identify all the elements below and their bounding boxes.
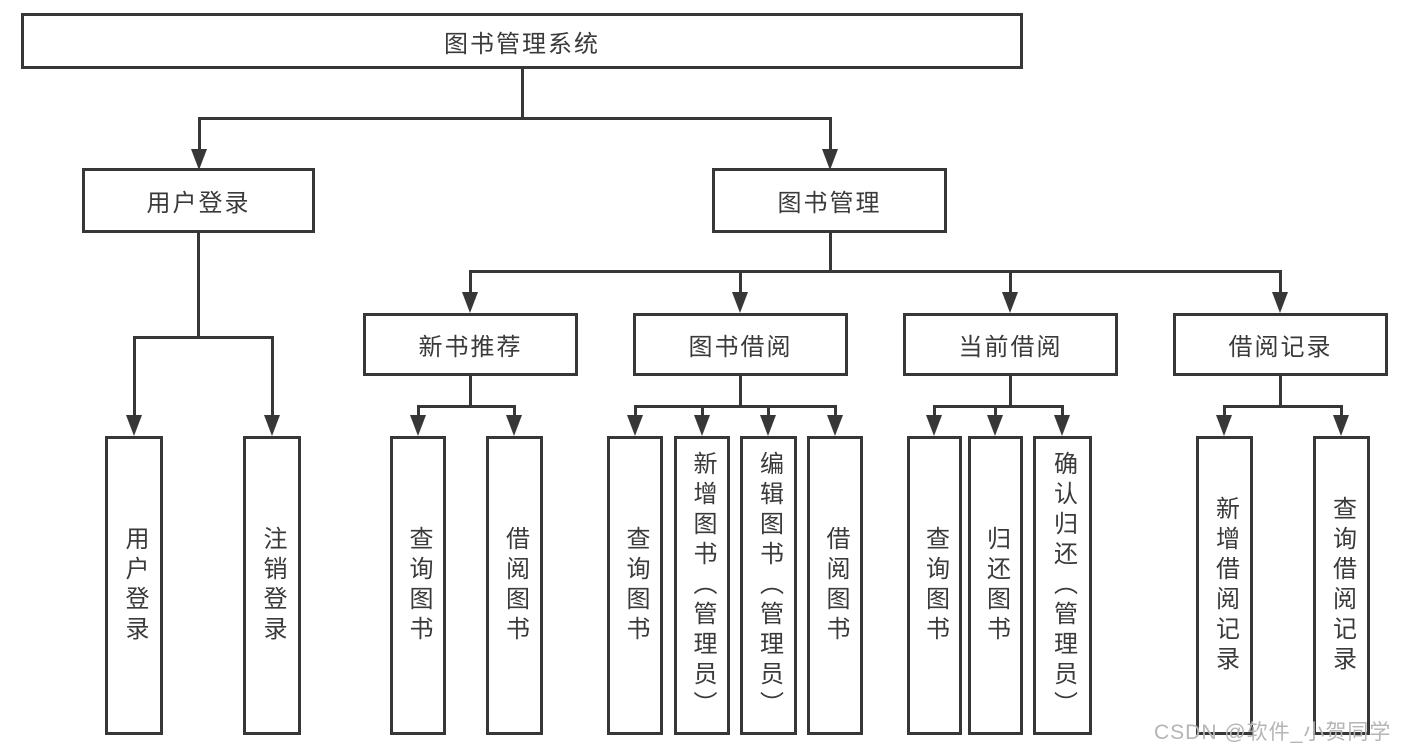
node-new-book-recommend: 新书推荐 <box>363 313 578 376</box>
node-new-book-recommend-label: 新书推荐 <box>418 334 523 361</box>
arrowhead-icon <box>1333 415 1349 436</box>
connector-line <box>994 405 997 419</box>
connector-line <box>1279 376 1282 408</box>
connector-line <box>739 270 742 296</box>
leaf-query-borrow-record-label: 查询借阅记录 <box>1328 495 1356 676</box>
arrowhead-icon <box>126 415 142 436</box>
node-current-borrow-label: 当前借阅 <box>958 334 1063 361</box>
arrowhead-icon <box>410 415 426 436</box>
leaf-add-books-admin: 新增图书（管理员） <box>674 436 730 735</box>
node-book-management: 图书管理 <box>712 168 947 233</box>
leaf-query-books-1-label: 查询图书 <box>405 525 432 646</box>
connector-line <box>767 405 770 419</box>
leaf-borrow-books-1: 借阅图书 <box>486 436 543 735</box>
connector-line <box>1223 405 1343 408</box>
leaf-edit-books-admin: 编辑图书（管理员） <box>740 436 797 735</box>
connector-line <box>198 117 201 153</box>
arrowhead-icon <box>760 415 776 436</box>
leaf-return-books: 归还图书 <box>968 436 1023 735</box>
leaf-user-login: 用户登录 <box>105 436 163 735</box>
connector-line <box>513 405 516 419</box>
connector-line <box>133 336 136 418</box>
leaf-borrow-books-2: 借阅图书 <box>807 436 863 735</box>
connector-line <box>1009 376 1012 408</box>
arrowhead-icon <box>264 415 280 436</box>
leaf-borrow-books-2-label: 借阅图书 <box>822 525 849 646</box>
connector-line <box>469 376 472 408</box>
node-user-login-label: 用户登录 <box>146 190 251 217</box>
connector-line <box>271 336 274 418</box>
arrowhead-icon <box>1216 415 1232 436</box>
connector-line <box>933 405 936 419</box>
connector-line <box>417 405 516 408</box>
connector-line <box>829 233 832 273</box>
node-root-label: 图书管理系统 <box>444 30 600 58</box>
node-book-borrow-label: 图书借阅 <box>688 334 793 361</box>
leaf-add-borrow-record-label: 新增借阅记录 <box>1211 495 1239 676</box>
connector-line <box>634 405 637 419</box>
connector-line <box>197 233 200 339</box>
node-root: 图书管理系统 <box>21 13 1023 69</box>
leaf-query-borrow-record: 查询借阅记录 <box>1313 436 1370 735</box>
arrowhead-icon <box>987 415 1003 436</box>
connector-line <box>739 376 742 408</box>
arrowhead-icon <box>1002 292 1018 313</box>
connector-line <box>1009 270 1012 296</box>
arrowhead-icon <box>822 149 838 170</box>
node-borrow-records: 借阅记录 <box>1173 313 1388 376</box>
connector-line <box>834 405 837 419</box>
node-user-login: 用户登录 <box>82 168 315 233</box>
connector-line <box>133 336 274 339</box>
leaf-return-books-label: 归还图书 <box>982 525 1010 646</box>
connector-line <box>417 405 420 419</box>
leaf-query-books-3: 查询图书 <box>907 436 962 735</box>
leaf-borrow-books-1-label: 借阅图书 <box>501 525 529 646</box>
leaf-add-books-admin-label: 新增图书（管理员） <box>689 450 716 721</box>
arrowhead-icon <box>1054 415 1070 436</box>
connector-line <box>1223 405 1226 419</box>
connector-line <box>701 405 704 419</box>
connector-line <box>1340 405 1343 419</box>
arrowhead-icon <box>627 415 643 436</box>
arrowhead-icon <box>462 292 478 313</box>
connector-line <box>521 68 524 120</box>
arrowhead-icon <box>827 415 843 436</box>
leaf-query-books-2: 查询图书 <box>607 436 663 735</box>
node-current-borrow: 当前借阅 <box>903 313 1118 376</box>
csdn-watermark: CSDN @软件_小贺同学 <box>1154 721 1392 744</box>
connector-line <box>198 117 832 120</box>
arrowhead-icon <box>732 292 748 313</box>
leaf-query-books-3-label: 查询图书 <box>921 525 949 646</box>
connector-line <box>1279 270 1282 296</box>
arrowhead-icon <box>506 415 522 436</box>
arrowhead-icon <box>1272 292 1288 313</box>
connector-line <box>829 117 832 153</box>
leaf-add-borrow-record: 新增借阅记录 <box>1196 436 1253 735</box>
leaf-query-books-1: 查询图书 <box>390 436 446 735</box>
arrowhead-icon <box>694 415 710 436</box>
node-borrow-records-label: 借阅记录 <box>1228 334 1333 361</box>
leaf-logout-label: 注销登录 <box>259 525 286 646</box>
connector-line <box>933 405 1064 408</box>
connector-line <box>634 405 837 408</box>
leaf-query-books-2-label: 查询图书 <box>622 525 649 646</box>
arrowhead-icon <box>926 415 942 436</box>
leaf-confirm-return-admin: 确认归还（管理员） <box>1033 436 1092 735</box>
node-book-management-label: 图书管理 <box>777 190 882 217</box>
leaf-confirm-return-admin-label: 确认归还（管理员） <box>1049 450 1077 721</box>
connector-line <box>469 270 1282 273</box>
connector-line <box>469 270 472 296</box>
node-book-borrow: 图书借阅 <box>633 313 848 376</box>
leaf-logout: 注销登录 <box>243 436 301 735</box>
leaf-user-login-label: 用户登录 <box>121 525 148 646</box>
arrowhead-icon <box>191 149 207 170</box>
connector-line <box>1061 405 1064 419</box>
leaf-edit-books-admin-label: 编辑图书（管理员） <box>755 450 783 721</box>
